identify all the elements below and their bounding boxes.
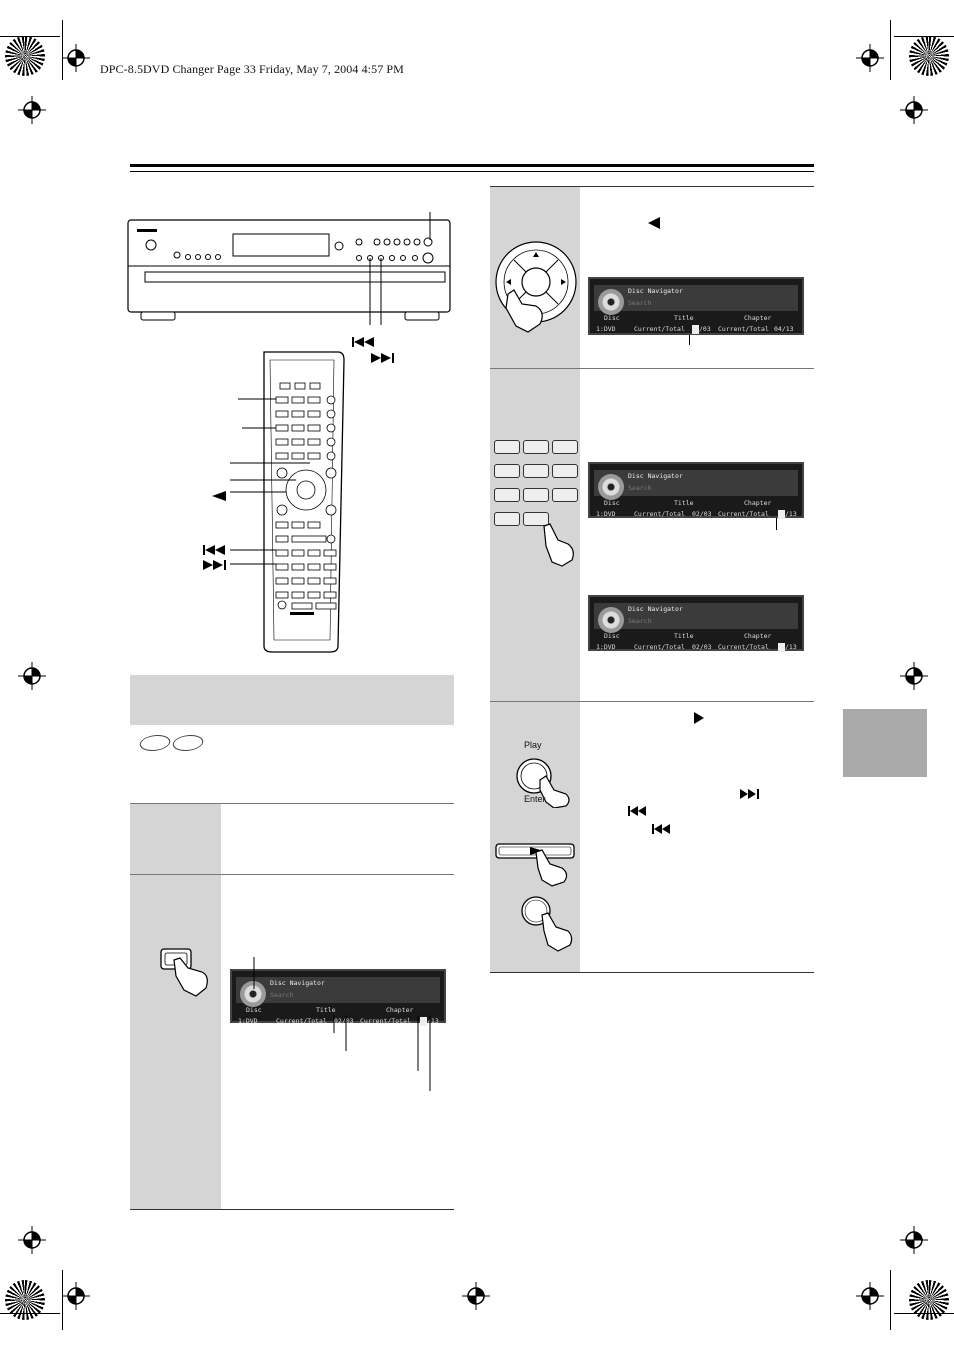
registration-mark-icon xyxy=(462,1282,490,1310)
play-label: Play xyxy=(524,740,542,750)
enter-label: Enter xyxy=(524,794,546,804)
side-tab xyxy=(843,709,927,777)
osd-title-search: Disc Navigator Search Disc Title Chapter… xyxy=(230,969,446,1026)
step-divider xyxy=(490,972,814,973)
registration-mark-icon xyxy=(62,1282,90,1310)
section-heading-box xyxy=(130,675,454,725)
step-divider xyxy=(490,701,814,702)
step-divider xyxy=(130,874,454,875)
callout-lines xyxy=(250,955,440,1095)
osd-step-select: Disc Navigator Search Disc Title Chapter… xyxy=(588,277,804,335)
step-1-marker xyxy=(130,804,221,874)
disc-icon xyxy=(598,474,624,500)
registration-mark-icon xyxy=(856,1282,884,1310)
previous-track-icon xyxy=(628,803,648,821)
step-divider xyxy=(130,803,454,804)
print-header: DPC-8.5DVD Changer Page 33 Friday, May 7… xyxy=(100,62,404,76)
disc-format-logo xyxy=(170,735,206,751)
registration-mark-icon xyxy=(18,96,46,124)
previous-track-icon xyxy=(652,821,672,839)
step-2-marker xyxy=(130,875,221,1209)
step-5-marker xyxy=(490,702,580,972)
search-button-illustration xyxy=(158,944,218,999)
sunburst-icon xyxy=(909,36,949,76)
sunburst-icon xyxy=(5,1280,45,1320)
registration-mark-icon xyxy=(856,44,884,72)
remote-control-illustration xyxy=(200,350,350,655)
osd-step-number-b: Disc Navigator Search Disc Title Chapter… xyxy=(588,595,804,652)
sunburst-icon xyxy=(909,1280,949,1320)
top-rule xyxy=(130,164,814,167)
sunburst-icon xyxy=(5,36,45,76)
step-divider xyxy=(490,186,814,187)
round-button-illustration xyxy=(518,895,578,955)
step-divider xyxy=(490,368,814,369)
dvd-changer-illustration xyxy=(125,200,455,350)
previous-track-icon xyxy=(203,542,227,560)
left-arrow-icon xyxy=(648,216,660,234)
left-arrow-icon xyxy=(212,488,226,506)
registration-mark-icon xyxy=(900,1226,928,1254)
play-arrow-icon xyxy=(694,711,704,729)
registration-mark-icon xyxy=(900,96,928,124)
arrow-pad-illustration xyxy=(494,234,580,334)
hand-pointer-icon xyxy=(543,523,574,567)
step-divider xyxy=(130,1209,454,1210)
next-track-icon xyxy=(740,786,760,804)
registration-mark-icon xyxy=(18,1226,46,1254)
next-track-icon xyxy=(203,557,227,575)
registration-mark-icon xyxy=(18,662,46,690)
front-play-button-illustration xyxy=(494,842,580,888)
next-track-icon xyxy=(371,350,395,368)
top-rule-thin xyxy=(130,171,814,172)
step-4-marker xyxy=(490,369,580,701)
previous-track-icon xyxy=(352,334,376,352)
disc-icon xyxy=(598,289,624,315)
registration-mark-icon xyxy=(62,44,90,72)
play-enter-button-illustration: Play Enter xyxy=(510,738,580,808)
number-keypad-illustration xyxy=(494,440,580,570)
callout-line xyxy=(776,518,777,530)
osd-step-number-a: Disc Navigator Search Disc Title Chapter… xyxy=(588,462,804,519)
registration-mark-icon xyxy=(900,662,928,690)
callout-line xyxy=(689,335,690,345)
disc-icon xyxy=(598,607,624,633)
disc-format-logo xyxy=(137,735,173,751)
disc-icon xyxy=(240,981,266,1007)
